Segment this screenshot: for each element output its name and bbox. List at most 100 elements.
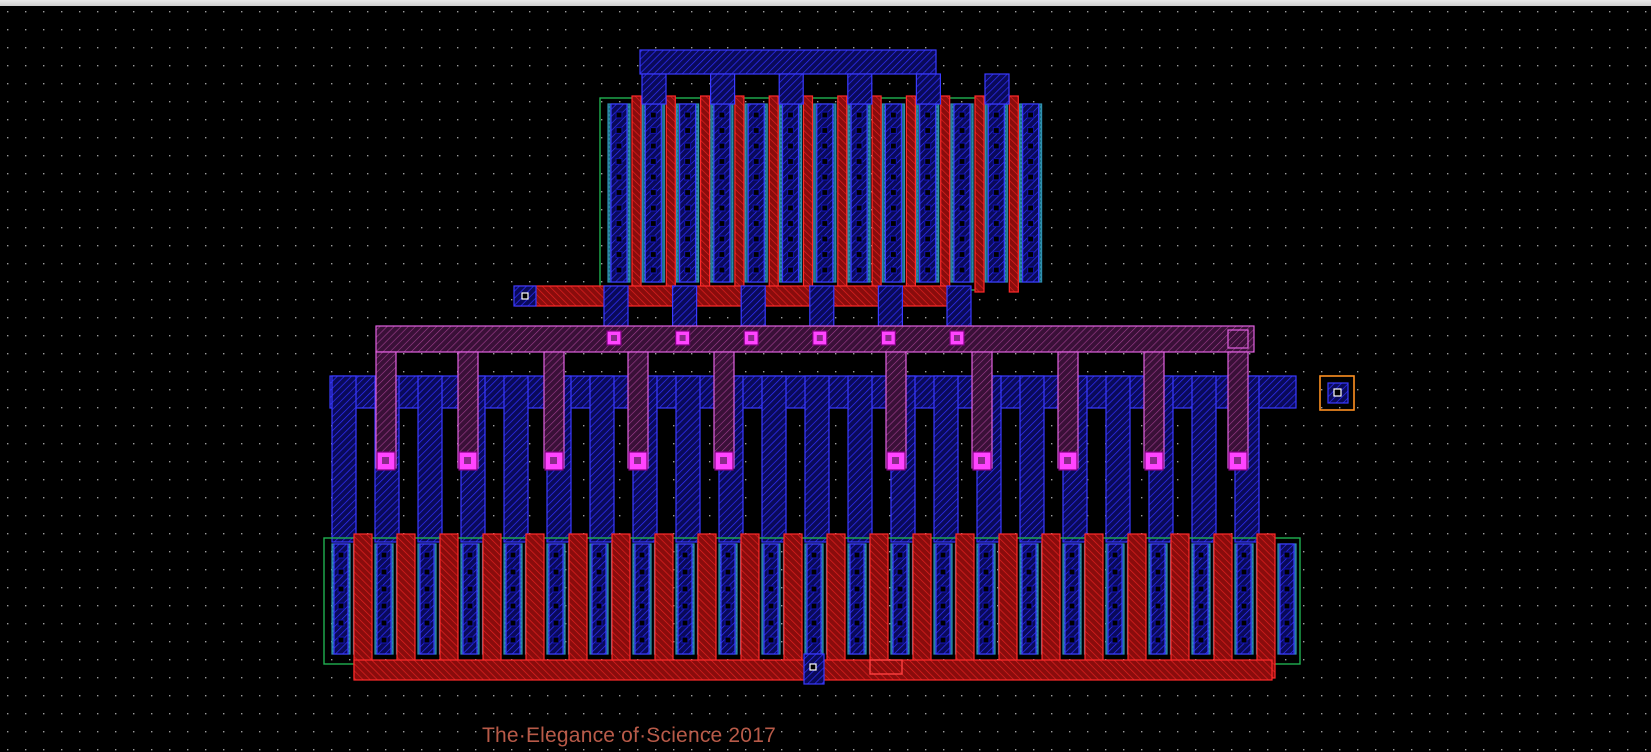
contact	[855, 111, 863, 119]
contact	[1068, 636, 1076, 644]
contact	[889, 235, 898, 243]
contact	[683, 126, 692, 135]
contact	[595, 551, 603, 559]
contact	[958, 142, 966, 150]
contact	[1111, 585, 1119, 593]
via-cut	[464, 457, 471, 464]
contact	[718, 235, 726, 243]
contact	[958, 157, 966, 166]
contact	[924, 266, 932, 274]
contact	[681, 551, 689, 559]
contact	[982, 568, 990, 576]
contact	[1111, 636, 1119, 644]
contact	[1026, 157, 1035, 166]
contact	[896, 636, 904, 644]
contact	[683, 250, 692, 259]
layout-drawing	[0, 6, 1651, 752]
contact	[337, 636, 345, 644]
top-metal1-bus	[639, 49, 937, 75]
bottom-poly-gate	[1041, 533, 1061, 679]
contact	[889, 142, 898, 150]
contact	[1025, 636, 1033, 644]
contact	[337, 551, 345, 559]
bottom-poly-gate	[1256, 533, 1276, 679]
contact	[939, 551, 947, 559]
via-cut	[611, 335, 617, 341]
contact	[638, 568, 646, 576]
contact	[889, 250, 898, 259]
contact	[958, 235, 966, 243]
contact	[615, 266, 623, 274]
bottom-m1-riser	[417, 375, 443, 543]
contact	[683, 235, 692, 243]
contact	[1240, 568, 1248, 576]
contact	[649, 204, 657, 212]
contact	[992, 266, 1000, 274]
contact	[982, 585, 990, 593]
contact	[683, 219, 692, 228]
contact	[853, 619, 861, 627]
contact	[683, 204, 692, 212]
contact	[1240, 602, 1248, 610]
contact	[649, 266, 657, 274]
bottom-poly-gate	[912, 533, 932, 679]
contact	[638, 585, 646, 593]
contact	[752, 188, 760, 197]
contact	[958, 173, 966, 181]
contact	[595, 585, 603, 593]
contact	[638, 602, 646, 610]
contact	[1154, 568, 1162, 576]
contact	[649, 188, 657, 197]
contact	[1283, 636, 1291, 644]
contact	[992, 250, 1000, 259]
contact	[810, 585, 818, 593]
contact	[1283, 602, 1291, 610]
contact	[982, 602, 990, 610]
contact	[855, 250, 863, 259]
contact	[521, 292, 529, 300]
top-poly-gate	[974, 95, 985, 293]
contact	[752, 219, 760, 228]
contact	[855, 266, 863, 274]
contact	[638, 551, 646, 559]
contact	[924, 204, 932, 212]
contact	[683, 157, 692, 166]
contact	[1025, 551, 1033, 559]
contact	[855, 235, 863, 243]
contact	[380, 585, 388, 593]
contact	[1283, 619, 1291, 627]
via-cut	[1234, 457, 1241, 464]
contact	[992, 142, 1000, 150]
contact	[466, 568, 474, 576]
bottom-poly-gate	[998, 533, 1018, 679]
via-cut	[1064, 457, 1071, 464]
contact	[821, 126, 829, 135]
contact	[810, 636, 818, 644]
contact	[380, 636, 388, 644]
contact	[552, 551, 560, 559]
contact	[1240, 585, 1248, 593]
top-m1-riser	[778, 73, 804, 105]
contact	[423, 568, 431, 576]
contact	[1026, 219, 1035, 228]
metal2-drop	[1227, 351, 1249, 469]
contact	[1197, 619, 1205, 627]
contact	[724, 619, 732, 627]
contact	[1025, 568, 1033, 576]
contact	[821, 235, 829, 243]
contact	[615, 219, 623, 228]
contact	[1025, 602, 1033, 610]
contact	[509, 619, 517, 627]
contact	[889, 173, 898, 181]
contact	[1197, 568, 1205, 576]
top-poly-gate	[837, 95, 848, 293]
contact	[718, 111, 726, 119]
layout-canvas[interactable]: The·Elegance of·Science 2017	[0, 6, 1651, 752]
contact	[982, 551, 990, 559]
contact	[752, 157, 760, 166]
contact	[1068, 602, 1076, 610]
contact	[718, 173, 726, 181]
contact	[939, 636, 947, 644]
contact	[752, 250, 760, 259]
contact	[786, 250, 795, 259]
